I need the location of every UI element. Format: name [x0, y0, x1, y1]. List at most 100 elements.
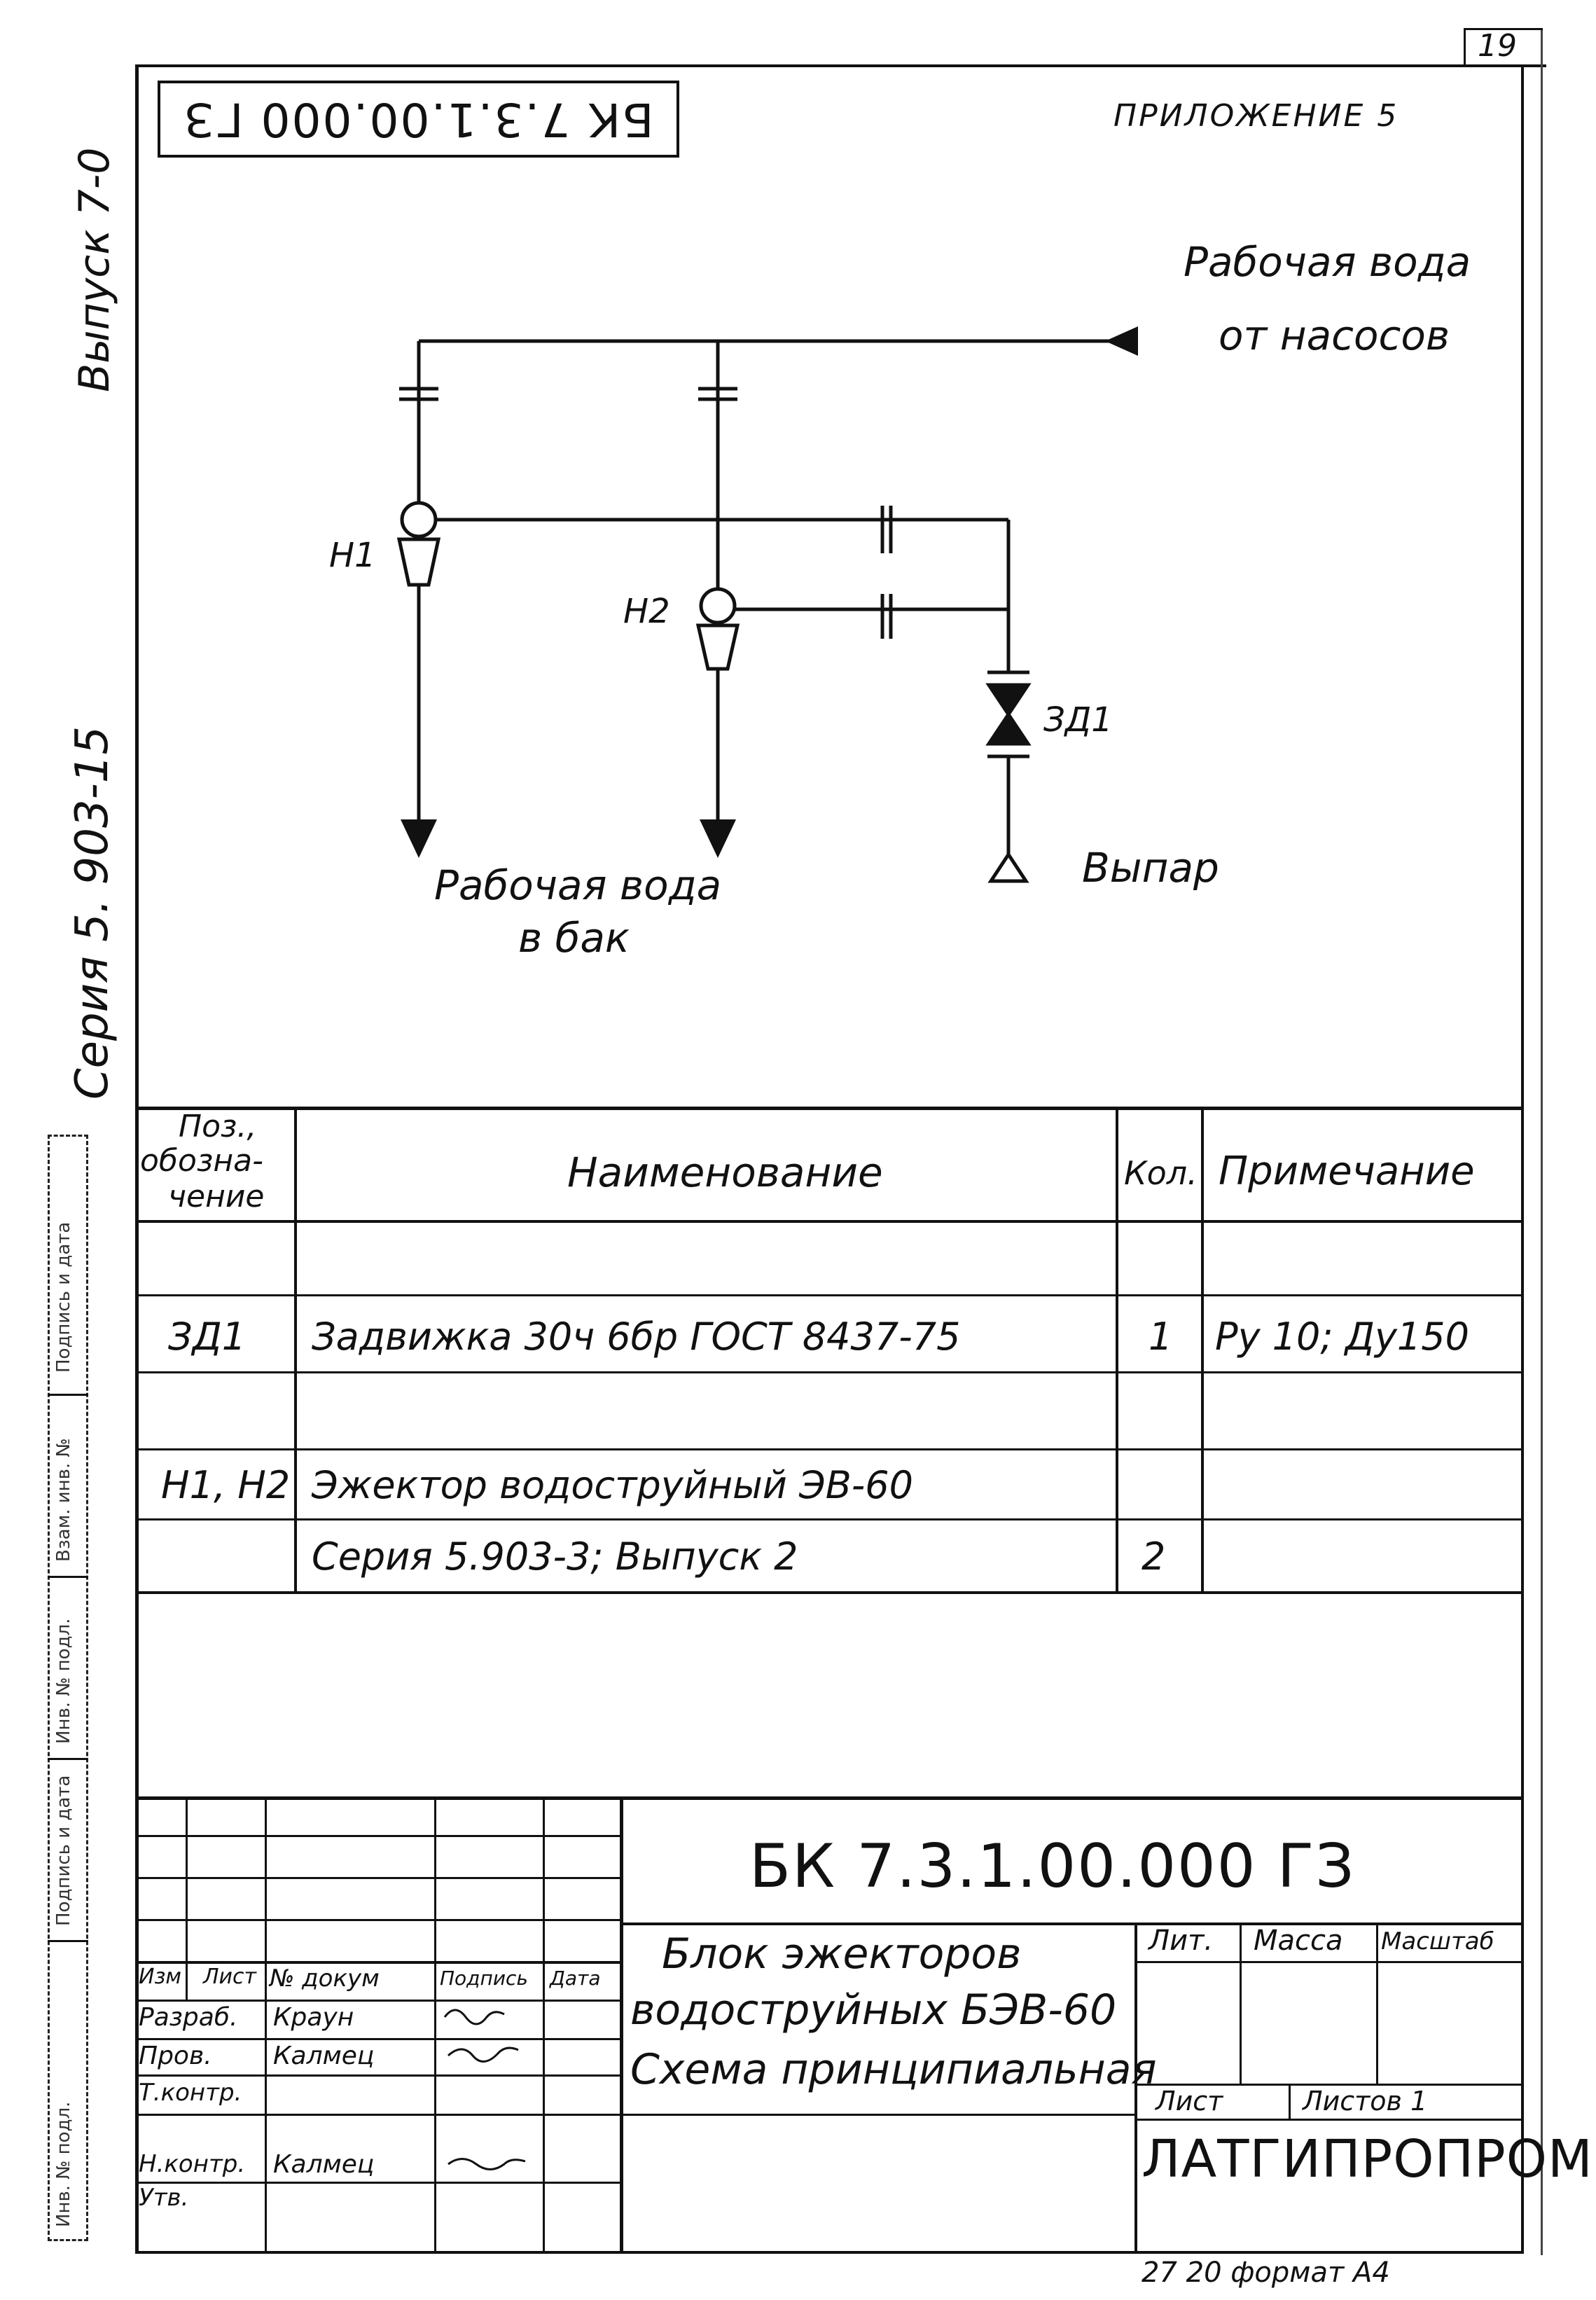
col-list: Лист: [203, 1965, 257, 1989]
title-code: БК 7.3.1.00.000 ГЗ: [749, 1831, 1356, 1901]
spec-row-4-name: Эжектор водоструйный ЭВ-60: [312, 1462, 913, 1507]
title-main-bottom: [620, 2114, 1134, 2116]
spec-row-2-pos: ЗД1: [168, 1314, 247, 1359]
stamp-divider-3: [48, 1758, 88, 1760]
frame-left: [135, 64, 139, 2254]
inlet-label-1: Рабочая вода: [1184, 238, 1471, 286]
sheet-label: Лист: [1156, 2086, 1223, 2117]
label-valve: ЗД1: [1043, 700, 1113, 740]
side-stamp-2: Взам. инв. №: [53, 1438, 74, 1562]
role-4: Н.контр.: [139, 2150, 246, 2178]
spec-col-1: [294, 1107, 297, 1591]
col-date: Дата: [550, 1967, 601, 1990]
title-block-top: [135, 1796, 1524, 1800]
spec-row-2: [135, 1371, 1524, 1373]
tb-h-5: [135, 2000, 620, 2002]
header-qty: Кол.: [1124, 1154, 1198, 1192]
name-2: Калмец: [273, 2042, 375, 2070]
outlet-label-2: в бак: [518, 914, 630, 962]
col-doc: № докум: [270, 1965, 380, 1993]
scale-label: Масштаб: [1381, 1927, 1494, 1955]
name-4: Калмец: [273, 2150, 375, 2179]
appendix-label: ПРИЛОЖЕНИЕ 5: [1113, 98, 1399, 134]
title-line-2: водоструйных БЭВ-60: [630, 1986, 1117, 2035]
side-seriya: Серия 5. 903-15: [67, 726, 118, 1100]
page-number-box-top: [1464, 28, 1543, 30]
title-sheet-bottom: [1134, 2084, 1524, 2086]
title-block-divider: [620, 1796, 623, 2253]
col-sign: Подпись: [440, 1967, 528, 1990]
title-lit-col-1: [1240, 1923, 1242, 2084]
mass-label: Масса: [1254, 1925, 1343, 1957]
side-stamp-strip: [48, 1135, 88, 2241]
spec-row-5-qty: 2: [1142, 1534, 1166, 1579]
title-name-right: [1134, 1923, 1137, 2253]
spec-row-1: [135, 1294, 1524, 1296]
header-pos-3: чение: [168, 1179, 265, 1214]
role-1: Разраб.: [139, 2003, 238, 2032]
spec-col-3: [1201, 1107, 1204, 1591]
col-izm: Изм: [139, 1965, 182, 1989]
tb-v-1: [186, 1796, 188, 2000]
footer: 27 20 формат А4: [1142, 2257, 1390, 2289]
role-5: Утв.: [139, 2184, 189, 2212]
frame-top: [135, 64, 1546, 67]
side-vypusk: Выпуск 7-0: [70, 147, 119, 392]
side-stamp-3: Инв. № подл.: [53, 1618, 74, 1744]
label-h1: Н1: [329, 536, 376, 575]
spec-col-2: [1116, 1107, 1118, 1591]
header-note: Примечание: [1219, 1149, 1475, 1194]
spec-header-bottom: [135, 1220, 1524, 1223]
page-number: 19: [1478, 28, 1517, 64]
header-name: Наименование: [567, 1149, 883, 1196]
spec-row-5-name: Серия 5.903-3; Выпуск 2: [312, 1534, 798, 1579]
side-stamp-1: Подпись и дата: [53, 1221, 74, 1373]
doc-code-mirrored: БК 7.3.1.00.000 ГЗ: [183, 92, 654, 146]
title-lit-bottom: [1134, 1961, 1524, 1963]
stamp-divider-1: [48, 1394, 88, 1396]
frame-bottom: [135, 2251, 1524, 2254]
role-3: Т.контр.: [139, 2079, 242, 2107]
header-pos-2: обозна-: [140, 1143, 263, 1179]
spec-row-3: [135, 1448, 1524, 1450]
tb-h-4: [135, 1961, 620, 1964]
title-code-bottom: [620, 1923, 1524, 1925]
name-1: Краун: [273, 2003, 354, 2032]
role-2: Пров.: [139, 2042, 212, 2070]
side-stamp-5: Инв. № подл.: [53, 2101, 74, 2227]
title-sheet-line: [1134, 2119, 1524, 2121]
title-line-1: Блок эжекторов: [662, 1930, 1022, 1979]
signature-1: [443, 2009, 505, 2025]
tb-h-7: [135, 2074, 620, 2077]
org-name: ЛАТГИПРОПРОМ: [1142, 2129, 1593, 2189]
label-h2: Н2: [623, 592, 670, 631]
tb-h-2: [135, 1877, 620, 1879]
spec-row-5: [135, 1591, 1524, 1594]
outlet-label-1: Рабочая вода: [434, 861, 722, 909]
tb-v-2: [265, 1796, 267, 2253]
title-line-3: Схема принципиальная: [630, 2045, 1157, 2094]
spec-row-2-note: Ру 10; Ду150: [1215, 1314, 1469, 1359]
side-stamp-4: Подпись и дата: [53, 1775, 74, 1926]
spec-row-2-qty: 1: [1149, 1314, 1173, 1359]
inlet-label-2: от насосов: [1219, 312, 1450, 359]
tb-h-8: [135, 2114, 620, 2116]
tb-h-6: [135, 2038, 620, 2040]
lit-label: Лит.: [1149, 1925, 1214, 1957]
sheets-label: Листов 1: [1303, 2086, 1428, 2117]
tb-h-9: [135, 2182, 620, 2184]
header-pos-1: Поз.,: [179, 1109, 257, 1144]
tb-h-3: [135, 1919, 620, 1921]
exhaust-label: Выпар: [1082, 844, 1219, 892]
doc-code-box: БК 7.3.1.00.000 ГЗ: [158, 81, 679, 158]
spec-row-4: [135, 1518, 1524, 1520]
spec-row-4-pos: Н1, Н2: [161, 1462, 291, 1507]
frame-right: [1521, 64, 1524, 2254]
tb-v-4: [543, 1796, 545, 2253]
stamp-divider-2: [48, 1576, 88, 1578]
spec-row-2-name: Задвижка 30ч 6бр ГОСТ 8437-75: [312, 1314, 961, 1359]
signature-2: [447, 2046, 519, 2063]
title-lit-col-2: [1376, 1923, 1378, 2084]
spec-top: [135, 1107, 1524, 1110]
frame-right-outer: [1541, 28, 1543, 2255]
